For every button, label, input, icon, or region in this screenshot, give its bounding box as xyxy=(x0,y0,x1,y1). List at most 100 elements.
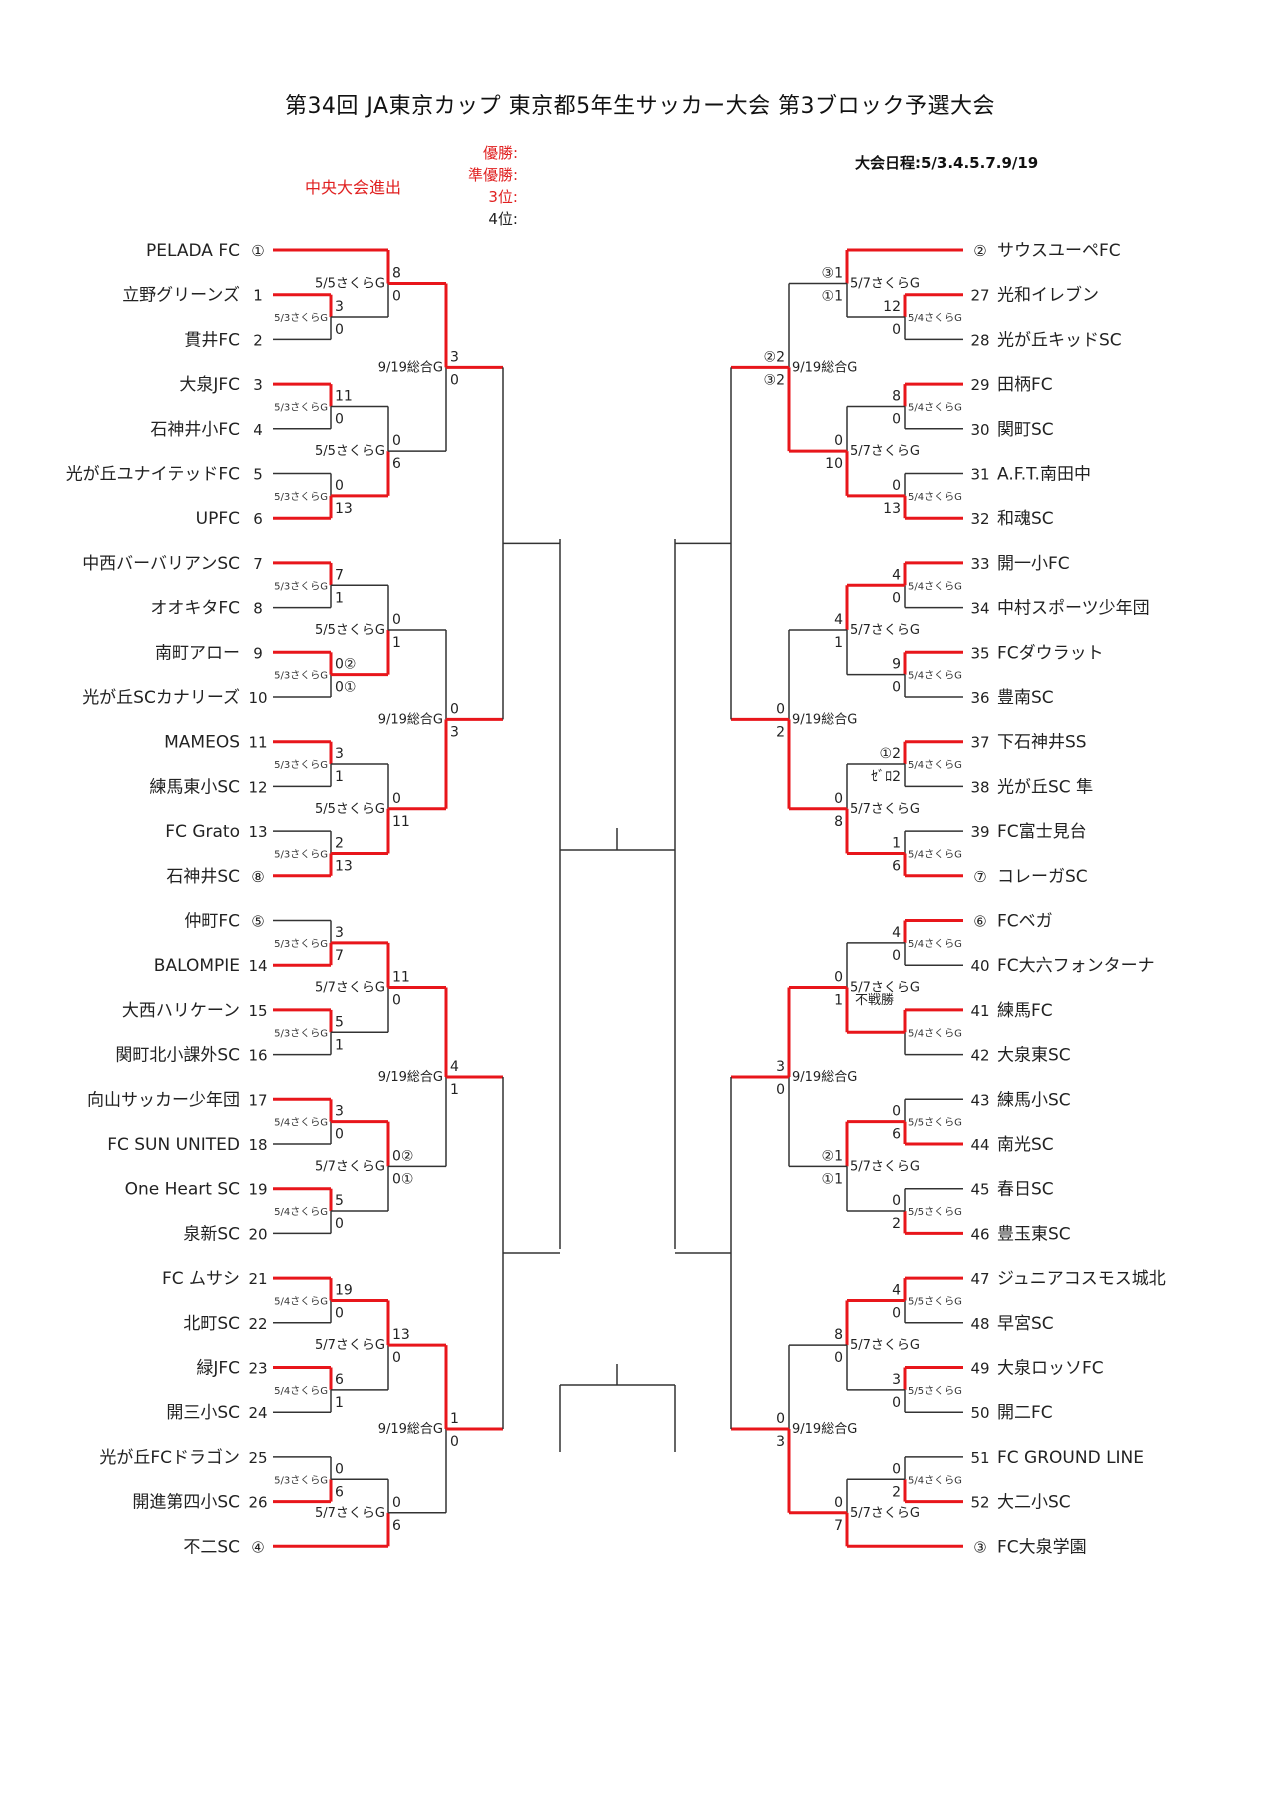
team-name: FC大六フォンターナ xyxy=(997,956,1155,976)
team-seed: 16 xyxy=(248,1047,267,1065)
score-top: 0② xyxy=(392,1148,413,1164)
match-venue: 5/4さくらG xyxy=(908,759,962,771)
score-top: 0 xyxy=(834,433,843,449)
match-venue: 9/19総合G xyxy=(378,712,443,727)
score-bottom: 2 xyxy=(892,1484,901,1500)
team-seed: 18 xyxy=(248,1136,267,1154)
score-top: 3 xyxy=(335,1104,344,1120)
score-bottom: 13 xyxy=(335,858,353,874)
match-venue: 9/19総合G xyxy=(378,1070,443,1085)
team-name: 豊南SC xyxy=(997,688,1054,708)
team-seed: 44 xyxy=(970,1136,989,1154)
score-bottom: 0① xyxy=(335,680,356,696)
team-seed: 24 xyxy=(248,1404,267,1422)
team-seed: 3 xyxy=(253,376,263,394)
team-seed: 51 xyxy=(970,1449,989,1467)
match-venue: 5/5さくらG xyxy=(315,444,385,459)
score-top: 4 xyxy=(834,612,843,628)
match-venue: 5/7さくらG xyxy=(850,623,920,638)
score-top: 4 xyxy=(892,1282,901,1298)
match-venue: 5/4さくらG xyxy=(908,312,962,324)
team-seed: 23 xyxy=(248,1360,267,1378)
score-bottom: 1 xyxy=(335,769,344,785)
score-bottom: 6 xyxy=(892,1127,901,1143)
score-top: 8 xyxy=(892,388,901,404)
team-seed: 26 xyxy=(248,1494,267,1512)
team-seed: 27 xyxy=(970,287,989,305)
score-bottom: 0 xyxy=(892,1395,901,1411)
score-bottom: 0 xyxy=(892,411,901,427)
team-seed: 5 xyxy=(253,466,263,484)
score-bottom: 0 xyxy=(335,1216,344,1232)
score-top: 3 xyxy=(892,1372,901,1388)
team-name: 開二FC xyxy=(997,1403,1053,1423)
team-name: 光が丘SCカナリーズ xyxy=(82,688,240,708)
team-seed: 21 xyxy=(248,1270,267,1288)
score-top: 8 xyxy=(392,266,401,282)
score-bottom: 1 xyxy=(335,1395,344,1411)
team-name: 春日SC xyxy=(997,1180,1054,1200)
team-seed: 45 xyxy=(970,1181,989,1199)
team-name: UPFC xyxy=(196,509,240,529)
match-venue: 5/7さくらG xyxy=(850,981,920,996)
team-seed: 25 xyxy=(248,1449,267,1467)
match-venue: 9/19総合G xyxy=(792,1070,857,1085)
team-seed: ⑦ xyxy=(973,868,986,886)
team-seed: ① xyxy=(251,242,264,260)
score-bottom: 1 xyxy=(335,1037,344,1053)
score-bottom: 6 xyxy=(392,1518,401,1534)
team-seed: 1 xyxy=(253,287,263,305)
match-venue: 5/4さくらG xyxy=(908,670,962,682)
score-bottom: 0 xyxy=(892,590,901,606)
team-name: 石神井SC xyxy=(166,867,240,887)
team-name: 南光SC xyxy=(997,1135,1054,1155)
match-venue: 5/3さくらG xyxy=(274,848,328,860)
team-seed: 4 xyxy=(253,421,263,439)
team-name: FC ムサシ xyxy=(162,1269,240,1289)
score-top: 5 xyxy=(335,1014,344,1030)
team-name: 大泉東SC xyxy=(997,1046,1071,1066)
score-bottom: 0 xyxy=(892,680,901,696)
match-venue: 5/7さくらG xyxy=(850,444,920,459)
match-venue: 5/3さくらG xyxy=(274,401,328,413)
team-name: A.F.T.南田中 xyxy=(997,465,1091,485)
match-venue: 5/7さくらG xyxy=(850,1159,920,1174)
team-seed: 7 xyxy=(253,555,263,573)
team-name: 和魂SC xyxy=(997,509,1054,529)
score-bottom: 7 xyxy=(335,948,344,964)
score-top: 0 xyxy=(392,612,401,628)
team-name: 緑JFC xyxy=(196,1359,240,1379)
score-top: 3 xyxy=(776,1059,785,1075)
team-name: 光和イレブン xyxy=(997,285,1099,306)
score-bottom: 13 xyxy=(883,501,901,517)
team-seed: 39 xyxy=(970,823,989,841)
score-bottom: 0 xyxy=(776,1082,785,1098)
team-name: 光が丘キッドSC xyxy=(997,330,1122,350)
match-venue: 5/4さくらG xyxy=(908,1474,962,1486)
score-top: 7 xyxy=(335,567,344,583)
score-top: 9 xyxy=(892,657,901,673)
score-top: 3 xyxy=(335,925,344,941)
team-name: 開一小FC xyxy=(997,554,1070,574)
team-seed: 43 xyxy=(970,1091,989,1109)
team-seed: ⑥ xyxy=(973,913,986,931)
score-top: 12 xyxy=(883,299,901,315)
score-top: 11 xyxy=(392,970,410,986)
team-name: 大泉ロッソFC xyxy=(997,1359,1104,1379)
match-venue: 5/4さくらG xyxy=(908,1027,962,1039)
rank-2nd: 準優勝: xyxy=(467,166,518,184)
score-top: 5 xyxy=(335,1193,344,1209)
team-name: 大西ハリケーン xyxy=(122,1001,240,1021)
score-bottom: 0① xyxy=(392,1171,413,1187)
team-seed: 31 xyxy=(970,466,989,484)
score-top: 13 xyxy=(392,1327,410,1343)
score-top: 0② xyxy=(335,657,356,673)
team-seed: 12 xyxy=(248,778,267,796)
team-seed: 15 xyxy=(248,1002,267,1020)
team-seed: 37 xyxy=(970,734,989,752)
match-venue: 5/4さくらG xyxy=(274,1385,328,1397)
score-top: 2 xyxy=(335,835,344,851)
team-name: FC Grato xyxy=(165,822,240,842)
score-bottom: 1 xyxy=(450,1082,459,1098)
